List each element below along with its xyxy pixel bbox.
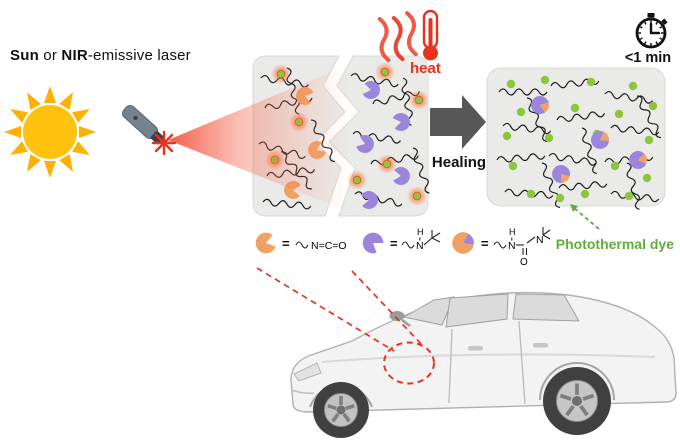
car-headlight — [293, 362, 322, 382]
zoom-callout — [256, 267, 435, 385]
car-rear-window — [512, 293, 580, 322]
legend-amine-structure: N H — [401, 227, 441, 252]
car-door-line-rear — [518, 320, 526, 405]
urea-o: O — [520, 257, 528, 268]
healing-label: Healing — [431, 154, 487, 171]
legend-isocyanate-icon — [253, 230, 277, 256]
car-character-line — [321, 353, 656, 363]
car-bumper-line — [291, 389, 315, 394]
car-door-handle-front — [468, 346, 483, 351]
amine-h: H — [417, 227, 424, 237]
legend-urea-pair-icon — [448, 229, 476, 258]
legend-equals-3: = — [481, 236, 489, 251]
isocyanate-formula: N=C=O — [311, 240, 347, 252]
heat-label: heat — [410, 60, 441, 77]
urea-h: H — [509, 227, 516, 237]
sun-icon — [4, 86, 96, 178]
laser-beam — [168, 64, 350, 212]
car-door-line-front — [448, 328, 453, 404]
laser-pointer-icon — [122, 104, 165, 145]
legend-urea-structure: N H O N — [493, 227, 551, 268]
car-illustration — [290, 291, 677, 438]
photothermal-dots — [502, 75, 658, 203]
clock-icon — [635, 13, 668, 49]
title-or: or — [38, 47, 62, 64]
title-rest: -emissive laser — [87, 47, 191, 64]
car-door-handle-rear — [533, 343, 548, 348]
legend-amine-icon — [358, 228, 386, 257]
dye-pointer-arrow — [570, 204, 600, 230]
photothermal-dye-label: Photothermal dye — [555, 236, 674, 252]
figure-title: Sun or NIR-emissive laser — [10, 47, 191, 64]
title-sun: Sun — [10, 47, 39, 64]
heat-waves-icon — [377, 11, 418, 63]
car-wheel-arch-rear — [539, 362, 615, 401]
healing-arrow — [430, 95, 486, 149]
legend-equals-1: = — [282, 236, 290, 251]
car-front-wheel — [313, 382, 369, 438]
legend-equals-2: = — [390, 236, 398, 251]
car-mirror — [389, 311, 405, 321]
laser-spark-icon — [151, 130, 177, 156]
thermometer-icon — [422, 9, 439, 61]
urea-n-right: N — [536, 234, 544, 246]
legend: = N=C=O = N H — [253, 204, 600, 268]
legend-isocyanate-structure: N=C=O — [295, 240, 347, 252]
urea-n-left: N — [508, 240, 516, 252]
car-windshield — [402, 296, 455, 326]
title-nir: NIR — [61, 47, 88, 64]
timer-label: <1 min — [624, 50, 672, 66]
healed-polymer-panel — [486, 67, 666, 211]
car-rear-wheel — [543, 367, 611, 435]
car-front-window — [445, 293, 509, 328]
damage-spot-circle — [383, 341, 435, 385]
amine-n: N — [416, 240, 424, 252]
